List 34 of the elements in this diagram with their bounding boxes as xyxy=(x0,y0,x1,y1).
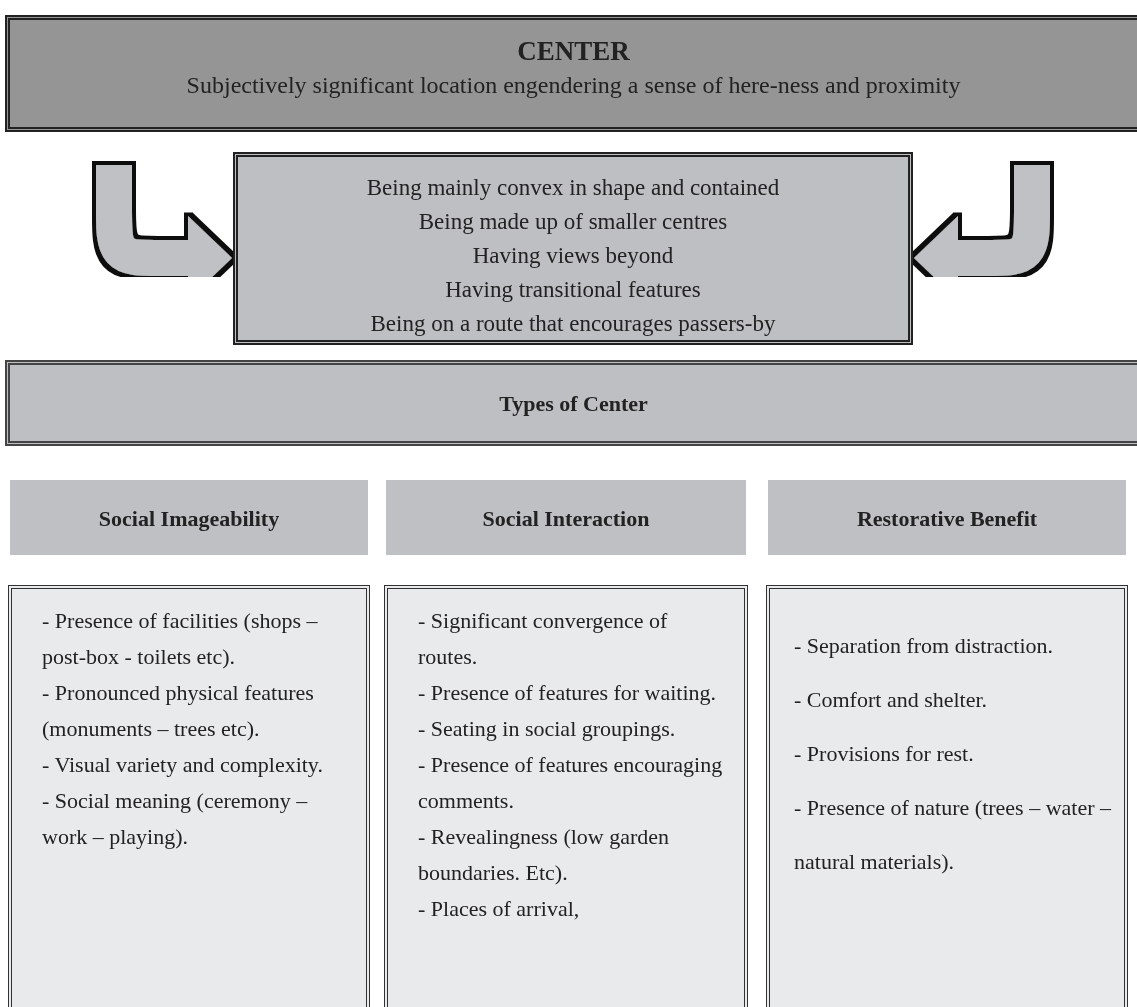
bullet-text: - Social meaning (ceremony – work – playing). xyxy=(42,787,309,851)
column-header xyxy=(386,480,746,555)
column-heading: Social Interaction xyxy=(481,506,651,532)
title-banner xyxy=(5,15,1137,132)
bullet-text: - Separation from distraction. xyxy=(794,632,1055,660)
bullet-text: - Provisions for rest. xyxy=(794,740,975,768)
bullet-text: - Visual variety and complexity. xyxy=(42,751,324,779)
bullet-text: - Pronounced physical features (monuments – trees etc). xyxy=(42,679,315,743)
bullet-text: - Presence of features for waiting. xyxy=(418,679,718,707)
column-heading: Social Imageability xyxy=(97,506,281,532)
section-heading: Types of Center xyxy=(498,391,649,417)
bullet-text: - Revealingness (low garden boundaries. Etc). xyxy=(418,823,671,887)
criterion-text: Having transitional features xyxy=(444,276,702,304)
column-header xyxy=(768,480,1126,555)
column-panel xyxy=(384,585,748,1007)
bullet-text: - Seating in social groupings. xyxy=(418,715,677,743)
bullet-text: - Presence of facilities (shops – post-box - toilets etc). xyxy=(42,607,319,671)
criteria-box xyxy=(233,152,913,345)
bullet-text: - Comfort and shelter. xyxy=(794,686,989,714)
column-panel xyxy=(8,585,370,1007)
column-heading: Restorative Benefit xyxy=(855,506,1039,532)
bullet-text: - Significant convergence of routes. xyxy=(418,607,669,671)
criterion-text: Being made up of smaller centres xyxy=(417,208,729,236)
bullet-text: - Places of arrival, xyxy=(418,895,581,923)
bullet-text: - Presence of features encouraging comments. xyxy=(418,751,724,815)
criterion-text: Being mainly convex in shape and contained xyxy=(365,174,781,202)
column-panel xyxy=(766,585,1128,1007)
bullet-text: - Presence of nature (trees – water – natural materials). xyxy=(794,794,1112,876)
section-band xyxy=(5,360,1137,446)
title: CENTER xyxy=(516,35,631,68)
criterion-text: Having views beyond xyxy=(471,242,675,270)
subtitle: Subjectively significant location engendering a sense of here-ness and proximity xyxy=(185,71,962,100)
criterion-text: Being on a route that encourages passers-by xyxy=(369,310,777,338)
column-header xyxy=(10,480,368,555)
